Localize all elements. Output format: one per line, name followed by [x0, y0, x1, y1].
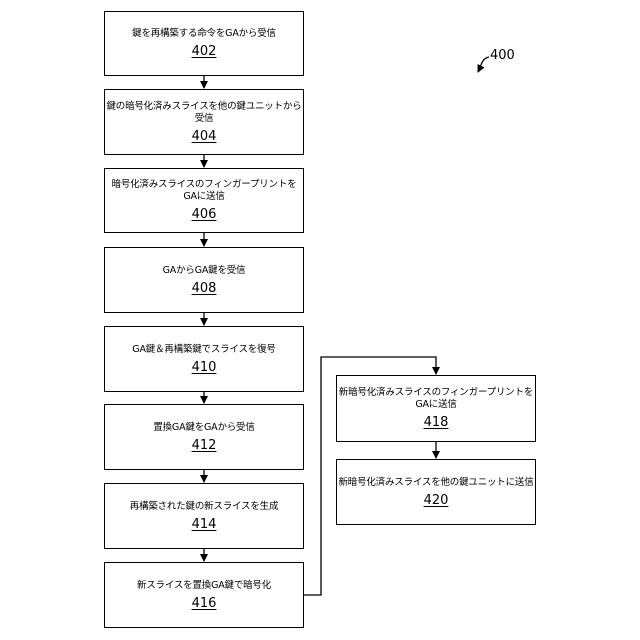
step-414-label: 再構築された鍵の新スライスを生成: [130, 501, 279, 513]
step-404-label: 鍵の暗号化済みスライスを他の鍵ユニットから受信: [105, 101, 303, 125]
figure-ref-leader-arrow: [478, 57, 489, 72]
step-410-label: GA鍵＆再構築鍵でスライスを復号: [132, 344, 275, 356]
step-410-number: 410: [192, 360, 217, 375]
step-416-number: 416: [192, 596, 217, 611]
step-420-label: 新暗号化済みスライスを他の鍵ユニットに送信: [338, 477, 533, 489]
step-416-label: 新スライスを置換GA鍵で暗号化: [137, 580, 271, 592]
step-402-number: 402: [192, 44, 217, 59]
step-414-box: 再構築された鍵の新スライスを生成 414: [104, 483, 304, 549]
step-420-number: 420: [424, 493, 449, 508]
step-410-box: GA鍵＆再構築鍵でスライスを復号 410: [104, 326, 304, 392]
step-408-label: GAからGA鍵を受信: [163, 265, 246, 277]
step-412-box: 置換GA鍵をGAから受信 412: [104, 404, 304, 470]
step-406-label: 暗号化済みスライスのフィンガープリントをGAに送信: [105, 179, 303, 203]
step-412-number: 412: [192, 438, 217, 453]
step-404-box: 鍵の暗号化済みスライスを他の鍵ユニットから受信 404: [104, 89, 304, 155]
step-402-box: 鍵を再構築する命令をGAから受信 402: [104, 11, 304, 76]
step-408-number: 408: [192, 281, 217, 296]
step-418-number: 418: [424, 415, 449, 430]
figure-reference-number: 400: [490, 48, 515, 63]
step-420-box: 新暗号化済みスライスを他の鍵ユニットに送信 420: [336, 459, 536, 525]
step-414-number: 414: [192, 517, 217, 532]
step-406-box: 暗号化済みスライスのフィンガープリントをGAに送信 406: [104, 168, 304, 233]
step-408-box: GAからGA鍵を受信 408: [104, 247, 304, 313]
step-418-label: 新暗号化済みスライスのフィンガープリントをGAに送信: [337, 387, 535, 411]
step-404-number: 404: [192, 129, 217, 144]
step-418-box: 新暗号化済みスライスのフィンガープリントをGAに送信 418: [336, 375, 536, 442]
step-406-number: 406: [192, 207, 217, 222]
step-412-label: 置換GA鍵をGAから受信: [153, 422, 254, 434]
step-402-label: 鍵を再構築する命令をGAから受信: [132, 28, 276, 40]
step-416-box: 新スライスを置換GA鍵で暗号化 416: [104, 562, 304, 628]
